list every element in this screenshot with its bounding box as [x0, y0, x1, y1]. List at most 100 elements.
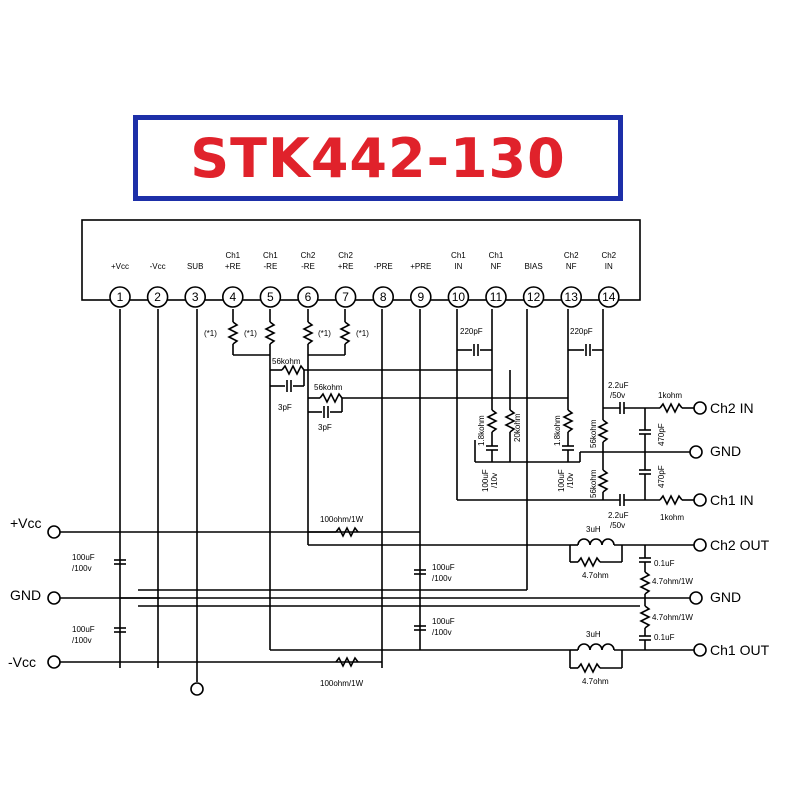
pin-5-number: 5	[267, 290, 274, 304]
label-4-7-a: 4.7ohm	[582, 571, 609, 580]
label-ch1-out: Ch1 OUT	[710, 642, 770, 658]
label-470pf-a: 470pF	[657, 423, 666, 446]
ch1-out-terminal	[693, 643, 707, 657]
label-2-2uf-a-2: /50v	[610, 391, 625, 400]
pin-11-number: 11	[490, 290, 503, 304]
part-number-title: STK442-130	[190, 126, 566, 190]
resistor-pin6	[302, 321, 314, 345]
label-100r-b: 100ohm/1W	[320, 679, 364, 688]
label-220pf-a: 220pF	[460, 327, 483, 336]
label-2-2uf-b-1: 2.2uF	[608, 511, 629, 520]
label-100uf-100v-a-1: 100uF	[72, 553, 95, 562]
ch1-in-terminal	[693, 493, 707, 507]
pin-7-circle	[334, 286, 357, 308]
label-ch2-in: Ch2 IN	[710, 400, 754, 416]
pin-10-number: 10	[452, 290, 466, 304]
pin-14-label: IN	[605, 262, 613, 271]
label-56k-b: 56kohm	[314, 383, 343, 392]
label-gnd-out: GND	[710, 589, 741, 605]
pin-5-circle	[259, 286, 282, 308]
pin-2-circle	[146, 286, 169, 308]
label-100uf-100v-a-2: /100v	[72, 564, 92, 573]
label-100uf-100v-c-1: 100uF	[432, 563, 455, 572]
pin-group: 1+Vcc2-Vcc3SUB4Ch1+RE5Ch1-RE6Ch2-RE7Ch2+…	[109, 251, 620, 308]
label-ch1-in: Ch1 IN	[710, 492, 754, 508]
vcc-pos-terminal	[47, 525, 61, 539]
pin-3-circle	[184, 286, 206, 308]
label-220pf-b: 220pF	[570, 327, 593, 336]
sub-terminal	[190, 682, 204, 696]
label-4-7-1w-a: 4.7ohm/1W	[652, 577, 693, 586]
label-vcc-pos: +Vcc	[10, 515, 42, 531]
label-470pf-b: 470pF	[657, 465, 666, 488]
pin-1-circle	[109, 286, 131, 308]
pin-2-label: -Vcc	[150, 262, 166, 271]
pin-6-label-top: Ch2	[301, 251, 316, 260]
label-100uf-b-1: 100uF	[557, 469, 566, 492]
label-56k-a: 56kohm	[272, 357, 301, 366]
label-100uf-100v-b-1: 100uF	[72, 625, 95, 634]
label-100uf-100v-d-2: /100v	[432, 628, 452, 637]
label-2-2uf-b-2: /50v	[610, 521, 625, 530]
pin-11-circle	[485, 286, 507, 308]
pin-10-circle	[447, 286, 470, 308]
label-100uf-a-2: /10v	[490, 473, 499, 488]
resistor-pin7	[339, 321, 351, 345]
label-3pf-a: 3pF	[278, 403, 292, 412]
label-ch2-out: Ch2 OUT	[710, 537, 770, 553]
label-gnd-in: GND	[710, 443, 741, 459]
pin-11-label-top: Ch1	[489, 251, 504, 260]
pin-4-label: +RE	[225, 262, 241, 271]
pin-8-label: -PRE	[374, 262, 393, 271]
resistor-1-8k-a	[486, 409, 498, 433]
pin-6-label: -RE	[301, 262, 315, 271]
resistor-pin5	[264, 321, 276, 345]
pin-13-number: 13	[565, 290, 579, 304]
label-100r-a: 100ohm/1W	[320, 515, 364, 524]
label-100uf-100v-b-2: /100v	[72, 636, 92, 645]
label-note-pin4: (*1)	[204, 329, 217, 338]
label-3uh-b: 3uH	[586, 630, 601, 639]
label-2-2uf-a-1: 2.2uF	[608, 381, 629, 390]
label-1k-a: 1kohm	[658, 391, 682, 400]
pin-3-number: 3	[192, 290, 199, 304]
resistor-1-8k-b	[562, 409, 574, 433]
pin-12-circle	[522, 286, 545, 308]
pin-6-circle	[297, 286, 319, 308]
label-gnd-left: GND	[10, 587, 41, 603]
gnd-in-terminal	[689, 445, 703, 459]
resistor-56k-b	[319, 392, 343, 404]
resistor-56k-a	[281, 364, 305, 376]
label-note-pin7: (*1)	[356, 329, 369, 338]
pin-5-label: -RE	[264, 262, 278, 271]
pin-9-label: +PRE	[410, 262, 431, 271]
pin-13-label: NF	[566, 262, 577, 271]
label-56k-c: 56kohm	[589, 419, 598, 448]
resistor-pin4	[227, 321, 239, 345]
label-3pf-b: 3pF	[318, 423, 332, 432]
pin-7-label: +RE	[338, 262, 354, 271]
pin-10-label-top: Ch1	[451, 251, 466, 260]
pin-9-circle	[409, 286, 432, 308]
title-box: STK442-130	[133, 115, 623, 201]
label-20k: 20kohm	[513, 413, 522, 442]
pin-7-number: 7	[342, 290, 349, 304]
label-100uf-100v-c-2: /100v	[432, 574, 452, 583]
resistor-100r-b	[335, 656, 359, 668]
pin-14-circle	[597, 286, 620, 308]
label-0-1uf-a: 0.1uF	[654, 559, 675, 568]
pin-5-label-top: Ch1	[263, 251, 278, 260]
resistor-56k-c	[597, 419, 609, 443]
label-1k-b: 1kohm	[660, 513, 684, 522]
label-note-pin5: (*1)	[244, 329, 257, 338]
pin-14-label-top: Ch2	[601, 251, 616, 260]
resistor-1k-b	[659, 494, 683, 506]
pin-7-label-top: Ch2	[338, 251, 353, 260]
resistor-4-7-b	[577, 662, 601, 674]
pin-4-circle	[222, 286, 244, 308]
inductor-ch1	[577, 643, 615, 651]
label-0-1uf-b: 0.1uF	[654, 633, 675, 642]
gnd-left-terminal	[47, 591, 61, 605]
pin-8-circle	[372, 286, 395, 308]
